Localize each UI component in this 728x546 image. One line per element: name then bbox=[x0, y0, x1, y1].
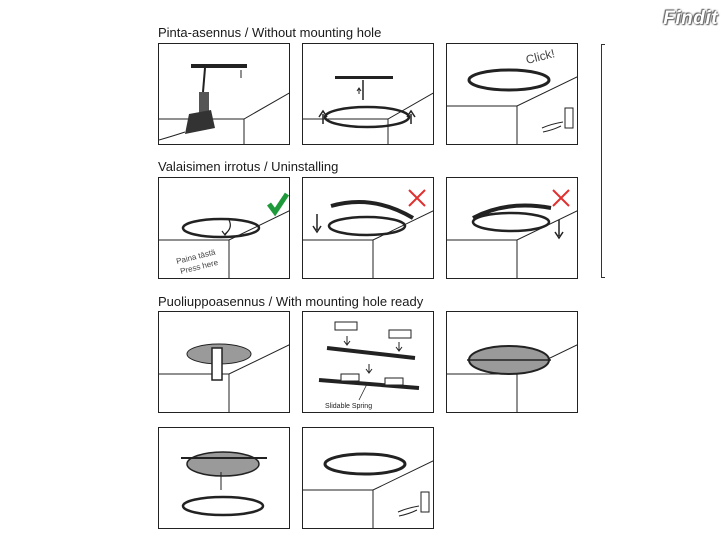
panel-insert bbox=[446, 311, 578, 413]
panel-attach-ring bbox=[302, 43, 434, 145]
arrow-up-icon bbox=[318, 109, 328, 124]
section-title-surface: Pinta-asennus / Without mounting hole bbox=[158, 25, 382, 40]
mounting-bracket bbox=[191, 64, 247, 68]
panel-wrong-1 bbox=[302, 177, 434, 279]
click-label: Click! bbox=[524, 46, 556, 67]
panel-press-here: Paina tästä Press here bbox=[158, 177, 290, 279]
spring-label: Slidable Spring bbox=[325, 403, 372, 410]
panel-drill bbox=[158, 43, 290, 145]
drill-icon bbox=[199, 92, 209, 114]
light-ring bbox=[323, 105, 411, 129]
cross-icon bbox=[408, 189, 426, 207]
panel-springs: Slidable Spring bbox=[302, 311, 434, 413]
switch-icon bbox=[564, 107, 574, 129]
section-title-uninstall: Valaisimen irrotus / Uninstalling bbox=[158, 159, 339, 174]
check-icon bbox=[267, 192, 289, 217]
switch-icon bbox=[420, 491, 430, 513]
arrow-down-icon bbox=[312, 214, 322, 234]
panel-fit-ring bbox=[158, 427, 290, 529]
bracket-line bbox=[601, 44, 602, 278]
section-title-recessed: Puoliuppoasennus / With mounting hole re… bbox=[158, 294, 424, 309]
panel-hole bbox=[158, 311, 290, 413]
bracket-tick-bottom bbox=[601, 277, 605, 278]
findit-watermark: Findit bbox=[663, 8, 718, 29]
panel-wrong-2 bbox=[446, 177, 578, 279]
panel-done bbox=[302, 427, 434, 529]
driver-icon bbox=[211, 347, 223, 381]
cross-icon bbox=[552, 189, 570, 207]
installed-ring bbox=[467, 68, 551, 92]
panel-click: Click! bbox=[446, 43, 578, 145]
bracket-tick-top bbox=[601, 44, 605, 45]
